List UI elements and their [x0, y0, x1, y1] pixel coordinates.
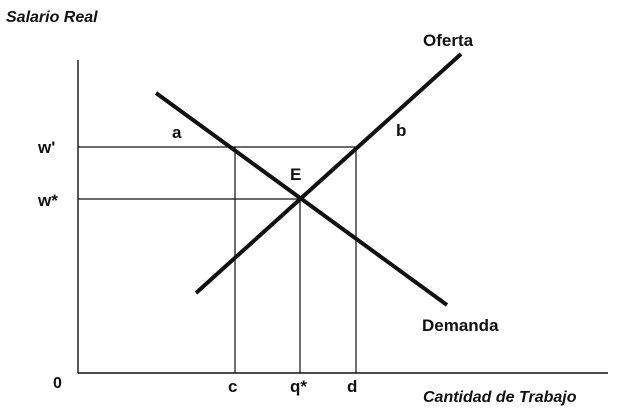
- supply-label: Oferta: [423, 31, 474, 50]
- w-star-label: w*: [37, 191, 58, 210]
- c-label: c: [228, 377, 237, 396]
- supply-curve: [194, 52, 463, 295]
- origin-label: 0: [53, 375, 62, 392]
- point-a-label: a: [172, 123, 182, 142]
- x-axis-label: Cantidad de Trabajo: [423, 389, 577, 406]
- q-star-label: q*: [290, 377, 307, 396]
- point-b-label: b: [396, 121, 406, 140]
- w-prime-label: w': [37, 138, 55, 157]
- equilibrium-label: E: [290, 165, 301, 184]
- d-label: d: [347, 377, 357, 396]
- demand-label: Demanda: [422, 316, 499, 335]
- y-axis-label: Salario Real: [6, 9, 98, 26]
